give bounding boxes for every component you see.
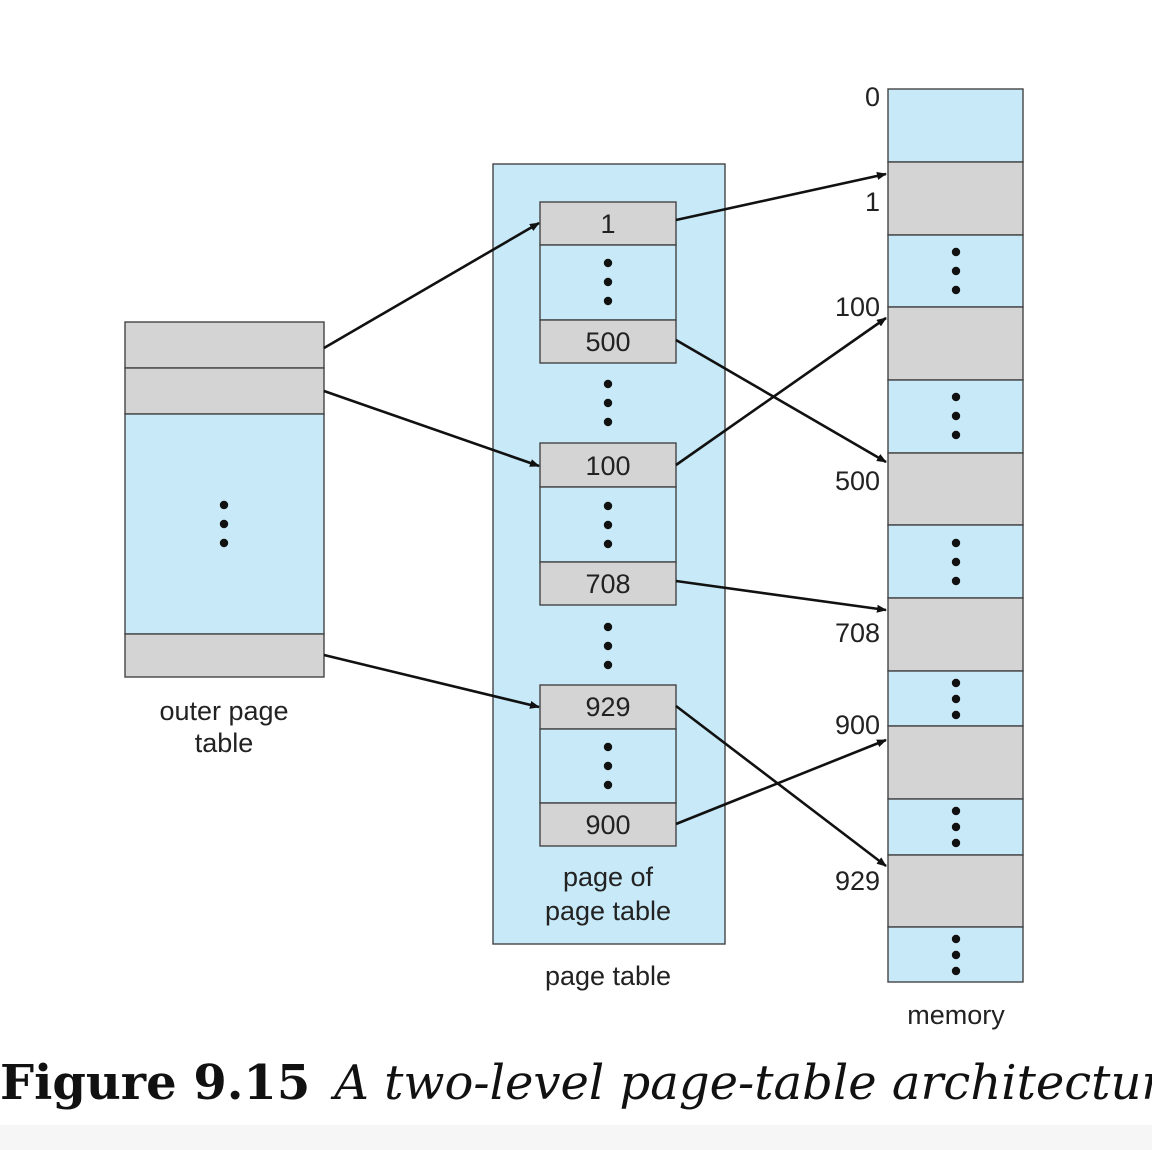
ellipsis-icon	[951, 392, 961, 440]
figure-caption: Figure 9.15 A two-level page-table archit…	[0, 1055, 1152, 1125]
ellipsis-icon	[951, 247, 961, 295]
memory-frame	[887, 306, 1024, 381]
arrow-outer-to-page-2	[323, 389, 540, 468]
page-table-entry-value: 708	[585, 569, 630, 599]
arrow-entry-900-to-frame-900	[675, 738, 887, 826]
page-table-entry-value: 900	[585, 810, 630, 840]
page-table-entry	[539, 561, 677, 606]
page-table-entry-value: 929	[585, 692, 630, 722]
page-table: 1 500 100 708 92	[492, 163, 726, 991]
arrow-entry-1-to-frame-1	[675, 172, 887, 222]
page-table-entry-value: 500	[585, 327, 630, 357]
page-of-page-table-label-line2: page table	[545, 896, 671, 926]
memory-address-label: 1	[865, 187, 880, 217]
memory-frame	[887, 161, 1024, 236]
ellipsis-icon	[603, 622, 613, 670]
page-table-entry-value: 1	[600, 209, 615, 239]
ellipsis-icon	[951, 678, 961, 720]
memory-address-label: 100	[835, 292, 880, 322]
page-of-page-table-label-line1: page of	[563, 862, 654, 892]
outer-entry-last	[124, 633, 325, 678]
outer-page-table: outer page table	[124, 321, 325, 758]
bottom-band	[0, 1125, 1152, 1150]
ellipsis-icon	[603, 742, 613, 790]
two-level-page-table-diagram: outer page table 1 500 100 70	[124, 82, 1024, 1030]
memory-frame	[887, 452, 1024, 526]
ellipsis-icon	[951, 538, 961, 586]
memory-address-label: 900	[835, 710, 880, 740]
ellipsis-icon	[603, 258, 613, 306]
arrow-entry-500-to-frame-500	[675, 338, 887, 464]
ellipsis-icon	[951, 934, 961, 976]
memory-frame	[887, 854, 1024, 928]
arrow-outer-to-page-3	[323, 653, 540, 709]
memory-frame	[887, 88, 1024, 163]
figure-number: Figure 9.15	[0, 1055, 311, 1111]
memory-frame	[887, 597, 1024, 672]
ellipsis-icon	[603, 501, 613, 549]
memory-address-label: 708	[835, 618, 880, 648]
outer-entry-1	[124, 321, 325, 369]
page-table-label: page table	[545, 961, 671, 991]
memory-address-label: 929	[835, 866, 880, 896]
arrow-outer-to-page-1	[323, 221, 540, 350]
page-table-entry	[539, 319, 677, 364]
page-table-entry	[539, 802, 677, 847]
memory: 0 1 100 500 708 900 929 memory	[835, 82, 1024, 1030]
page-table-entry	[539, 201, 677, 246]
figure-caption-text: A two-level page-table architecture	[334, 1055, 1152, 1111]
page-table-entry-value: 100	[585, 451, 630, 481]
outer-entry-2	[124, 367, 325, 415]
outer-page-table-label-line2: table	[195, 728, 254, 758]
ellipsis-icon	[951, 806, 961, 848]
ellipsis-icon	[219, 500, 229, 548]
memory-address-label: 0	[865, 82, 880, 112]
ellipsis-icon	[603, 379, 613, 427]
arrow-entry-929-to-frame-929	[675, 704, 887, 868]
memory-address-label: 500	[835, 466, 880, 496]
page-table-entry	[539, 442, 677, 488]
arrows	[323, 172, 887, 868]
outer-page-table-label-line1: outer page	[159, 696, 288, 726]
arrow-entry-100-to-frame-100	[675, 316, 887, 467]
arrow-entry-708-to-frame-708	[675, 579, 887, 613]
memory-label: memory	[907, 1000, 1005, 1030]
memory-frame	[887, 524, 1024, 599]
memory-frame	[887, 725, 1024, 800]
